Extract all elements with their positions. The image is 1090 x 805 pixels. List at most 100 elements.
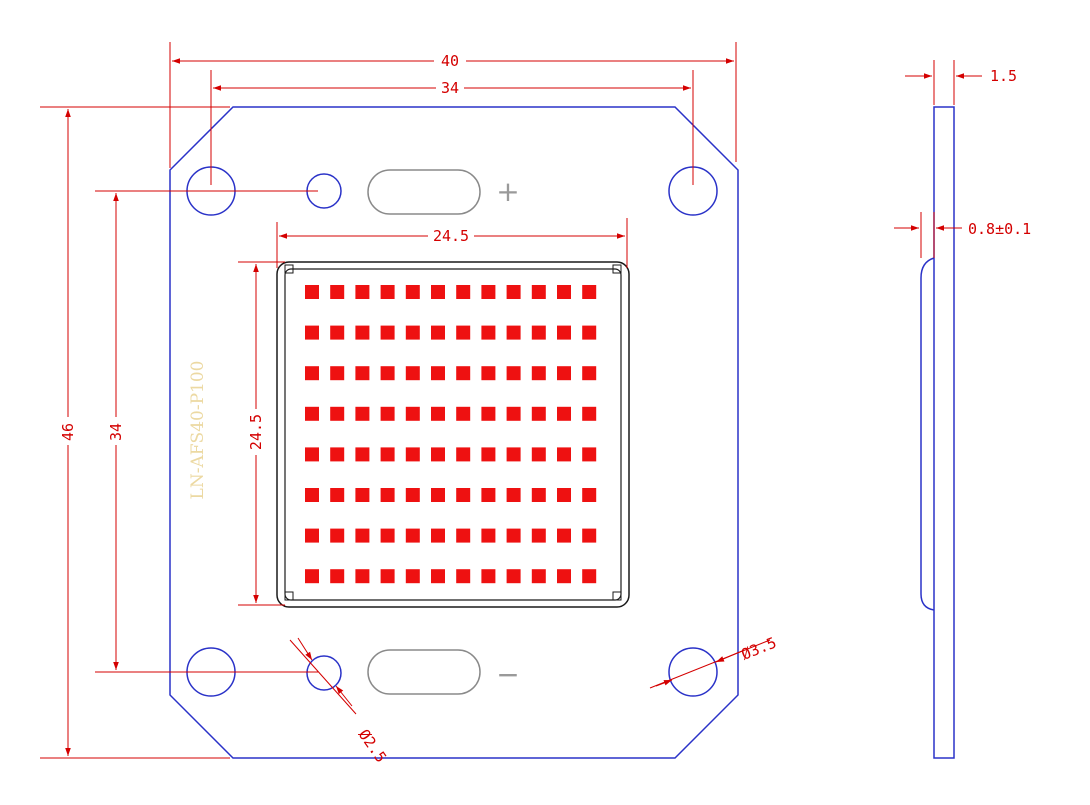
led-chip xyxy=(582,285,597,299)
corner-mark xyxy=(284,591,294,601)
led-chip xyxy=(582,406,597,421)
part-number-label: LN-AFS40-P100 xyxy=(188,361,208,500)
led-chip xyxy=(582,488,597,502)
led-chip xyxy=(330,325,345,340)
dimension-recess-depth: 0.8±0.1 xyxy=(968,220,1031,238)
led-chip xyxy=(506,447,521,462)
led-chip xyxy=(431,528,445,543)
diameter-arrow xyxy=(335,685,353,707)
led-chip xyxy=(481,488,496,502)
led-chip xyxy=(405,406,420,421)
led-chip xyxy=(405,569,420,584)
led-chip xyxy=(557,325,571,340)
led-chip xyxy=(456,366,471,381)
corner-mark xyxy=(612,264,622,274)
led-chip xyxy=(531,366,546,381)
led-chip xyxy=(431,447,445,462)
led-chip xyxy=(557,406,571,421)
led-chip xyxy=(557,366,571,381)
led-chip xyxy=(582,569,597,584)
led-chip xyxy=(506,528,521,543)
led-chip xyxy=(456,488,471,502)
led-chip xyxy=(380,366,395,381)
dimension-overall-height: 46 xyxy=(59,423,77,441)
board-outline xyxy=(169,106,739,759)
diameter-arrow xyxy=(655,679,673,687)
led-chip xyxy=(557,285,571,299)
led-chip xyxy=(305,366,319,381)
corner-mark xyxy=(284,264,294,274)
led-chip xyxy=(305,285,319,299)
dimension-small-hole-diameter: Ø2.5 xyxy=(355,726,390,766)
led-chip xyxy=(305,447,319,462)
led-chip xyxy=(405,325,420,340)
led-chip xyxy=(506,366,521,381)
led-chip xyxy=(506,488,521,502)
led-chip xyxy=(557,447,571,462)
led-chip xyxy=(405,447,420,462)
led-chip xyxy=(431,569,445,584)
diameter-arrow xyxy=(297,637,313,661)
solder-pad-positive xyxy=(367,169,481,215)
side-view-recess xyxy=(920,257,935,611)
led-chip xyxy=(481,528,496,543)
led-chip xyxy=(582,447,597,462)
led-chip xyxy=(330,406,345,421)
side-view-outline xyxy=(933,106,955,759)
led-chip xyxy=(481,285,496,299)
led-chip xyxy=(405,366,420,381)
led-chip xyxy=(557,488,571,502)
small-hole-bottom xyxy=(306,655,342,691)
led-chip xyxy=(431,285,445,299)
led-chip xyxy=(380,325,395,340)
led-chip xyxy=(355,406,370,421)
led-chip xyxy=(355,447,370,462)
led-chip xyxy=(330,569,345,584)
led-chip xyxy=(456,325,471,340)
led-chip xyxy=(355,285,370,299)
dimension-hole-spacing-y: 34 xyxy=(107,423,125,441)
led-chip xyxy=(305,488,319,502)
dimension-hole-spacing-x: 34 xyxy=(441,79,459,97)
dimension-overall-width: 40 xyxy=(441,52,459,70)
led-chip xyxy=(330,528,345,543)
led-chip xyxy=(456,569,471,584)
led-chip xyxy=(380,406,395,421)
led-chip xyxy=(405,488,420,502)
led-chip xyxy=(431,406,445,421)
led-chip xyxy=(582,528,597,543)
led-chip xyxy=(305,325,319,340)
led-array-frame-outer xyxy=(276,261,630,608)
mount-hole-bottom-right xyxy=(668,647,718,697)
led-chip xyxy=(506,569,521,584)
led-chip xyxy=(405,285,420,299)
led-chip xyxy=(330,488,345,502)
led-chip xyxy=(506,406,521,421)
led-chip xyxy=(355,325,370,340)
led-chip xyxy=(355,366,370,381)
terminal-negative-label: − xyxy=(496,658,519,691)
led-chip xyxy=(481,406,496,421)
led-chip xyxy=(456,528,471,543)
led-chip xyxy=(531,488,546,502)
dimension-led-area-width: 24.5 xyxy=(433,227,469,245)
led-chip xyxy=(456,406,471,421)
led-chip xyxy=(431,325,445,340)
led-chip xyxy=(305,569,319,584)
corner-mark xyxy=(612,591,622,601)
led-chip xyxy=(506,325,521,340)
led-chip xyxy=(305,406,319,421)
led-chip xyxy=(531,406,546,421)
terminal-positive-label: + xyxy=(496,175,519,208)
led-chip xyxy=(380,569,395,584)
led-chip xyxy=(531,447,546,462)
dimension-large-hole-diameter: Ø3.5 xyxy=(739,633,779,663)
led-chip xyxy=(582,325,597,340)
led-chip xyxy=(305,528,319,543)
led-chip xyxy=(456,447,471,462)
led-chip xyxy=(481,366,496,381)
led-chip xyxy=(481,447,496,462)
led-chip xyxy=(380,285,395,299)
led-chip-grid xyxy=(305,285,597,584)
led-chip xyxy=(531,528,546,543)
